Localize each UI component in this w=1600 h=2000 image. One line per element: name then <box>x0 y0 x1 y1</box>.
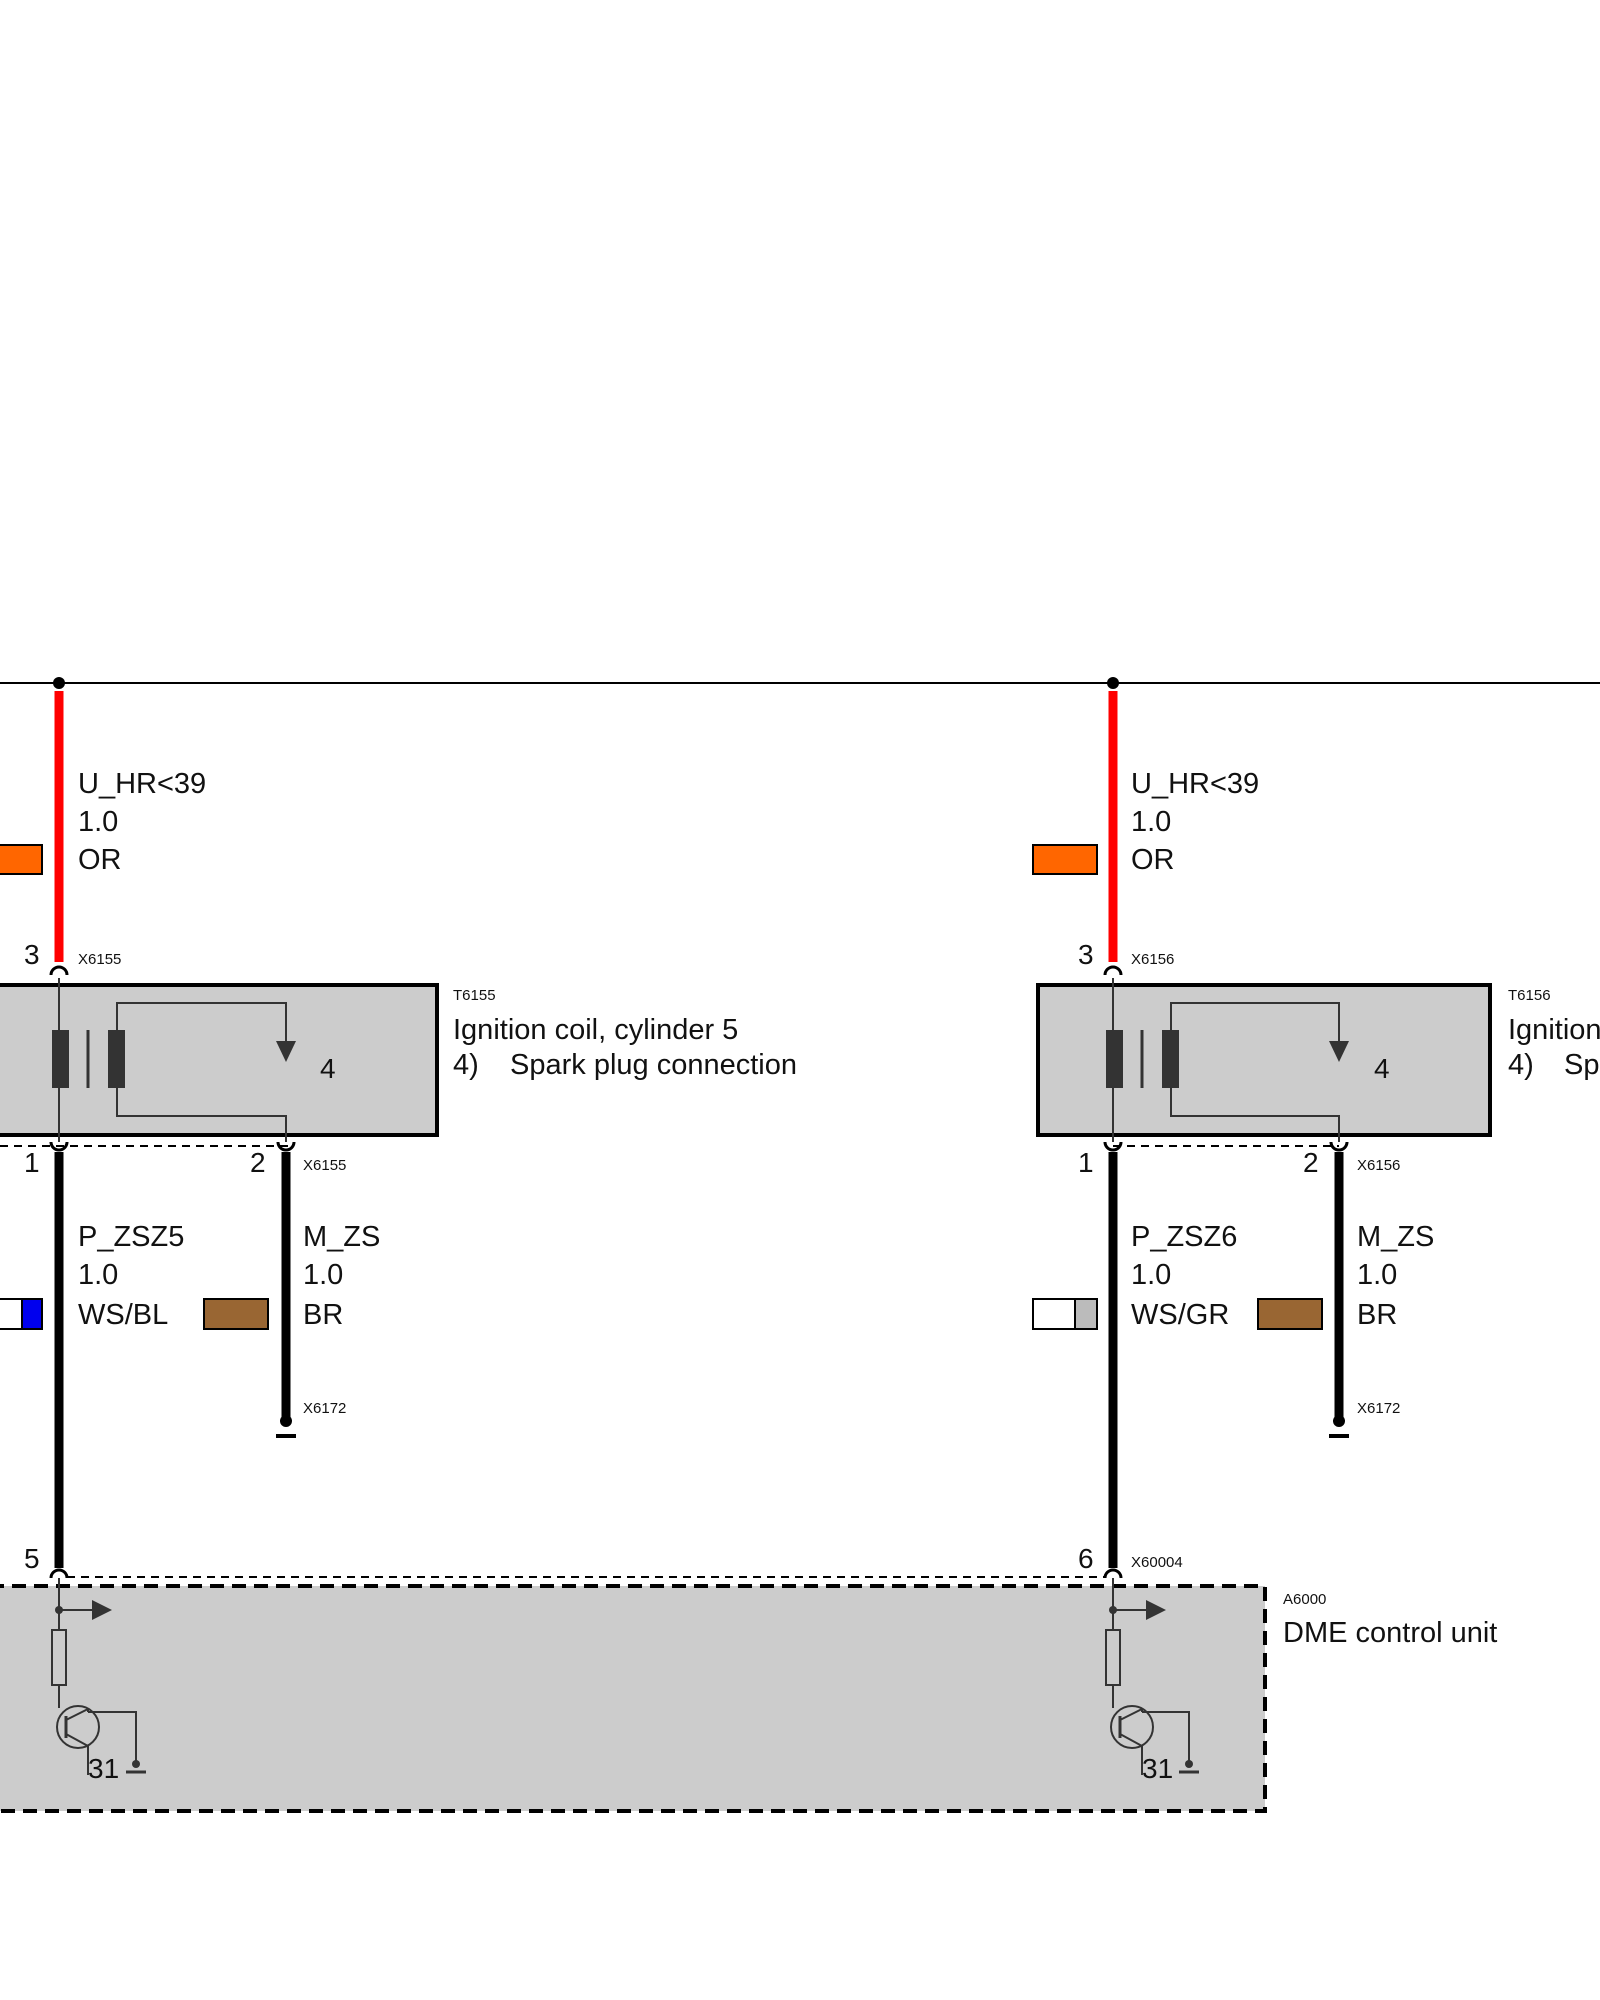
signal-wire-size: 1.0 <box>1131 1259 1171 1291</box>
pin-2-socket <box>1329 1141 1349 1152</box>
brown-color-swatch <box>203 1298 269 1330</box>
component-note-number: 4) <box>453 1049 479 1081</box>
ground-junction-dot <box>1333 1415 1345 1427</box>
component-note-label: Sp <box>1564 1049 1599 1081</box>
transistor-collector <box>1119 1708 1143 1721</box>
dme-pin-socket <box>1103 1568 1123 1579</box>
transistor-emitter <box>1119 1733 1143 1747</box>
supply-wire-size: 1.0 <box>78 806 118 838</box>
dme-pin-number: 5 <box>24 1543 40 1574</box>
ground-wire-size: 1.0 <box>303 1259 343 1291</box>
transistor-icon <box>1110 1705 1154 1749</box>
pin-3-number: 3 <box>24 939 40 970</box>
pin-2-socket <box>276 1141 296 1152</box>
pin-2-number: 2 <box>1303 1147 1319 1178</box>
ground-wire-color: BR <box>303 1299 343 1331</box>
supply-wire-color: OR <box>78 844 122 876</box>
blue-swatch-part <box>21 1298 43 1330</box>
ground-31-label: 31 <box>88 1753 119 1784</box>
internal-ground-dot <box>132 1760 140 1768</box>
connector-top-label: X6156 <box>1131 951 1174 968</box>
ground-connector-label: X6172 <box>1357 1400 1400 1417</box>
bus-junction-dot <box>53 677 65 689</box>
dme-pin-number: 6 <box>1078 1543 1094 1574</box>
pin-4-number: 4 <box>1374 1053 1390 1084</box>
ignition-coil-box <box>1036 983 1492 1137</box>
ground-junction-dot <box>280 1415 292 1427</box>
spark-output-arrow-icon <box>276 1041 296 1062</box>
pin-1-socket <box>1103 1141 1123 1152</box>
secondary-return-wire <box>1170 1088 1340 1142</box>
signal-wire-name: P_ZSZ5 <box>78 1221 184 1253</box>
dme-name-label: DME control unit <box>1283 1617 1497 1649</box>
component-note-number: 4) <box>1508 1049 1534 1081</box>
dme-id-label: A6000 <box>1283 1591 1326 1608</box>
transistor-top-lead <box>88 1711 137 1763</box>
secondary-winding <box>1162 1030 1179 1088</box>
dme-connector-label: X60004 <box>1131 1554 1183 1571</box>
signal-wire-color: WS/GR <box>1131 1299 1229 1331</box>
orange-color-swatch <box>0 844 43 875</box>
secondary-winding <box>108 1030 125 1088</box>
transistor-collector <box>65 1708 89 1721</box>
spark-output-arrow-icon <box>1329 1041 1349 1062</box>
supply-wire-color: OR <box>1131 844 1175 876</box>
connector-top-socket <box>49 965 69 976</box>
signal-wire-color: WS/BL <box>78 1299 168 1331</box>
pin-4-number: 4 <box>320 1053 336 1084</box>
internal-ground-dot <box>1185 1760 1193 1768</box>
signal-wire-size: 1.0 <box>78 1259 118 1291</box>
cylinder-5-circuit: U_HR<39 1.0 OR 3 X6155 4 T6155 Ignition … <box>0 677 797 1784</box>
ground-connector-label: X6172 <box>303 1400 346 1417</box>
pin-1-socket <box>49 1141 69 1152</box>
brown-color-swatch <box>1257 1298 1323 1330</box>
secondary-output-wire <box>116 1002 287 1045</box>
connector-bottom-label: X6156 <box>1357 1157 1400 1174</box>
pin-2-number: 2 <box>250 1147 266 1178</box>
ignition-coil-box <box>0 983 439 1137</box>
supply-wire-signal: U_HR<39 <box>1131 768 1259 800</box>
output-arrow-icon <box>92 1600 112 1620</box>
pin-1-number: 1 <box>1078 1147 1094 1178</box>
component-name-label: Ignition <box>1508 1014 1600 1046</box>
component-id-label: T6156 <box>1508 987 1551 1004</box>
pin-3-number: 3 <box>1078 939 1094 970</box>
ground-wire-name: M_ZS <box>1357 1221 1434 1253</box>
secondary-return-wire <box>116 1088 287 1142</box>
supply-wire-signal: U_HR<39 <box>78 768 206 800</box>
component-note-label: Spark plug connection <box>510 1049 797 1081</box>
primary-winding <box>52 1030 69 1088</box>
connector-bottom-label: X6155 <box>303 1157 346 1174</box>
transistor-emitter <box>65 1733 89 1747</box>
supply-wire-size: 1.0 <box>1131 806 1171 838</box>
cylinder-6-circuit: U_HR<39 1.0 OR 3 X6156 4 T6156 Ignition … <box>1032 677 1600 1784</box>
ground-wire-color: BR <box>1357 1299 1397 1331</box>
bus-junction-dot <box>1107 677 1119 689</box>
grey-swatch-part <box>1074 1298 1098 1330</box>
component-id-label: T6155 <box>453 987 496 1004</box>
connector-top-socket <box>1103 965 1123 976</box>
output-arrow-icon <box>1146 1600 1166 1620</box>
dme-pin-socket <box>49 1568 69 1579</box>
signal-wire-name: P_ZSZ6 <box>1131 1221 1237 1253</box>
secondary-output-wire <box>1170 1002 1340 1045</box>
ground-wire-name: M_ZS <box>303 1221 380 1253</box>
orange-color-swatch <box>1032 844 1098 875</box>
ground-31-label: 31 <box>1142 1753 1173 1784</box>
pin-1-number: 1 <box>24 1147 40 1178</box>
dme-control-unit-box <box>0 1584 1267 1813</box>
connector-top-label: X6155 <box>78 951 121 968</box>
primary-winding <box>1106 1030 1123 1088</box>
ground-wire-size: 1.0 <box>1357 1259 1397 1291</box>
white-swatch-part <box>1032 1298 1076 1330</box>
white-swatch-part <box>0 1298 23 1330</box>
transistor-icon <box>56 1705 100 1749</box>
component-name-label: Ignition coil, cylinder 5 <box>453 1014 738 1046</box>
transistor-top-lead <box>1142 1711 1190 1763</box>
